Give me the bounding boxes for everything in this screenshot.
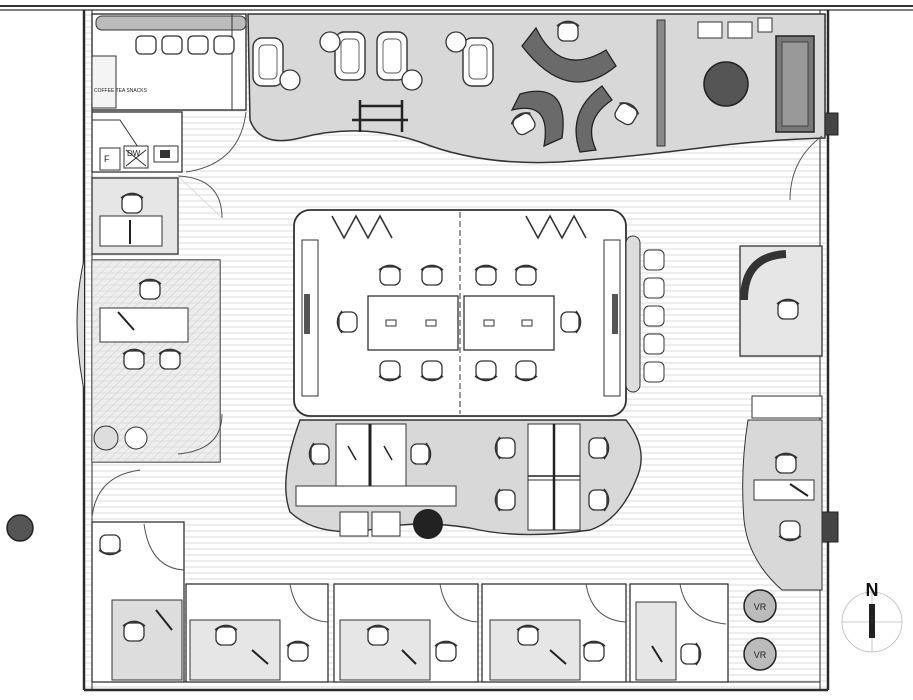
south-office-east bbox=[629, 583, 729, 683]
pantry-door-swing bbox=[185, 111, 247, 173]
workstation-cluster-east bbox=[494, 423, 610, 531]
pantry-counter-note: COFFEE TEA SNACKS bbox=[94, 88, 148, 94]
booth-seating-east bbox=[625, 235, 665, 393]
south-office-2 bbox=[185, 583, 329, 683]
south-office-3 bbox=[333, 583, 479, 683]
fridge-label: F bbox=[104, 154, 110, 164]
south-office-4 bbox=[481, 583, 627, 683]
workstation-cluster-west bbox=[295, 423, 457, 539]
south-office-west bbox=[91, 521, 185, 683]
west-office-2 bbox=[76, 259, 223, 463]
kitchen-counter bbox=[91, 111, 183, 173]
dishwasher-label: DW bbox=[127, 149, 141, 158]
top-window-wall bbox=[0, 5, 913, 11]
vr-stations bbox=[743, 589, 777, 671]
pantry-room bbox=[91, 13, 247, 111]
lounge-east-seating bbox=[697, 17, 815, 133]
north-arrow-icon bbox=[841, 591, 903, 653]
entry-door-swings bbox=[91, 135, 823, 519]
conference-tables bbox=[367, 295, 555, 351]
east-office-north bbox=[739, 245, 823, 357]
north-lounge-partition bbox=[656, 19, 666, 147]
vr-label-1: VR bbox=[754, 602, 767, 612]
compass-label: N bbox=[866, 580, 879, 600]
west-office-1 bbox=[91, 175, 223, 255]
east-carpet bbox=[742, 395, 823, 591]
curved-sofa-cluster bbox=[508, 20, 642, 153]
pantry-bar-stools bbox=[135, 35, 235, 55]
vr-label-2: VR bbox=[754, 650, 767, 660]
lounge-chairs-west bbox=[252, 31, 494, 91]
standing-table bbox=[352, 100, 408, 132]
